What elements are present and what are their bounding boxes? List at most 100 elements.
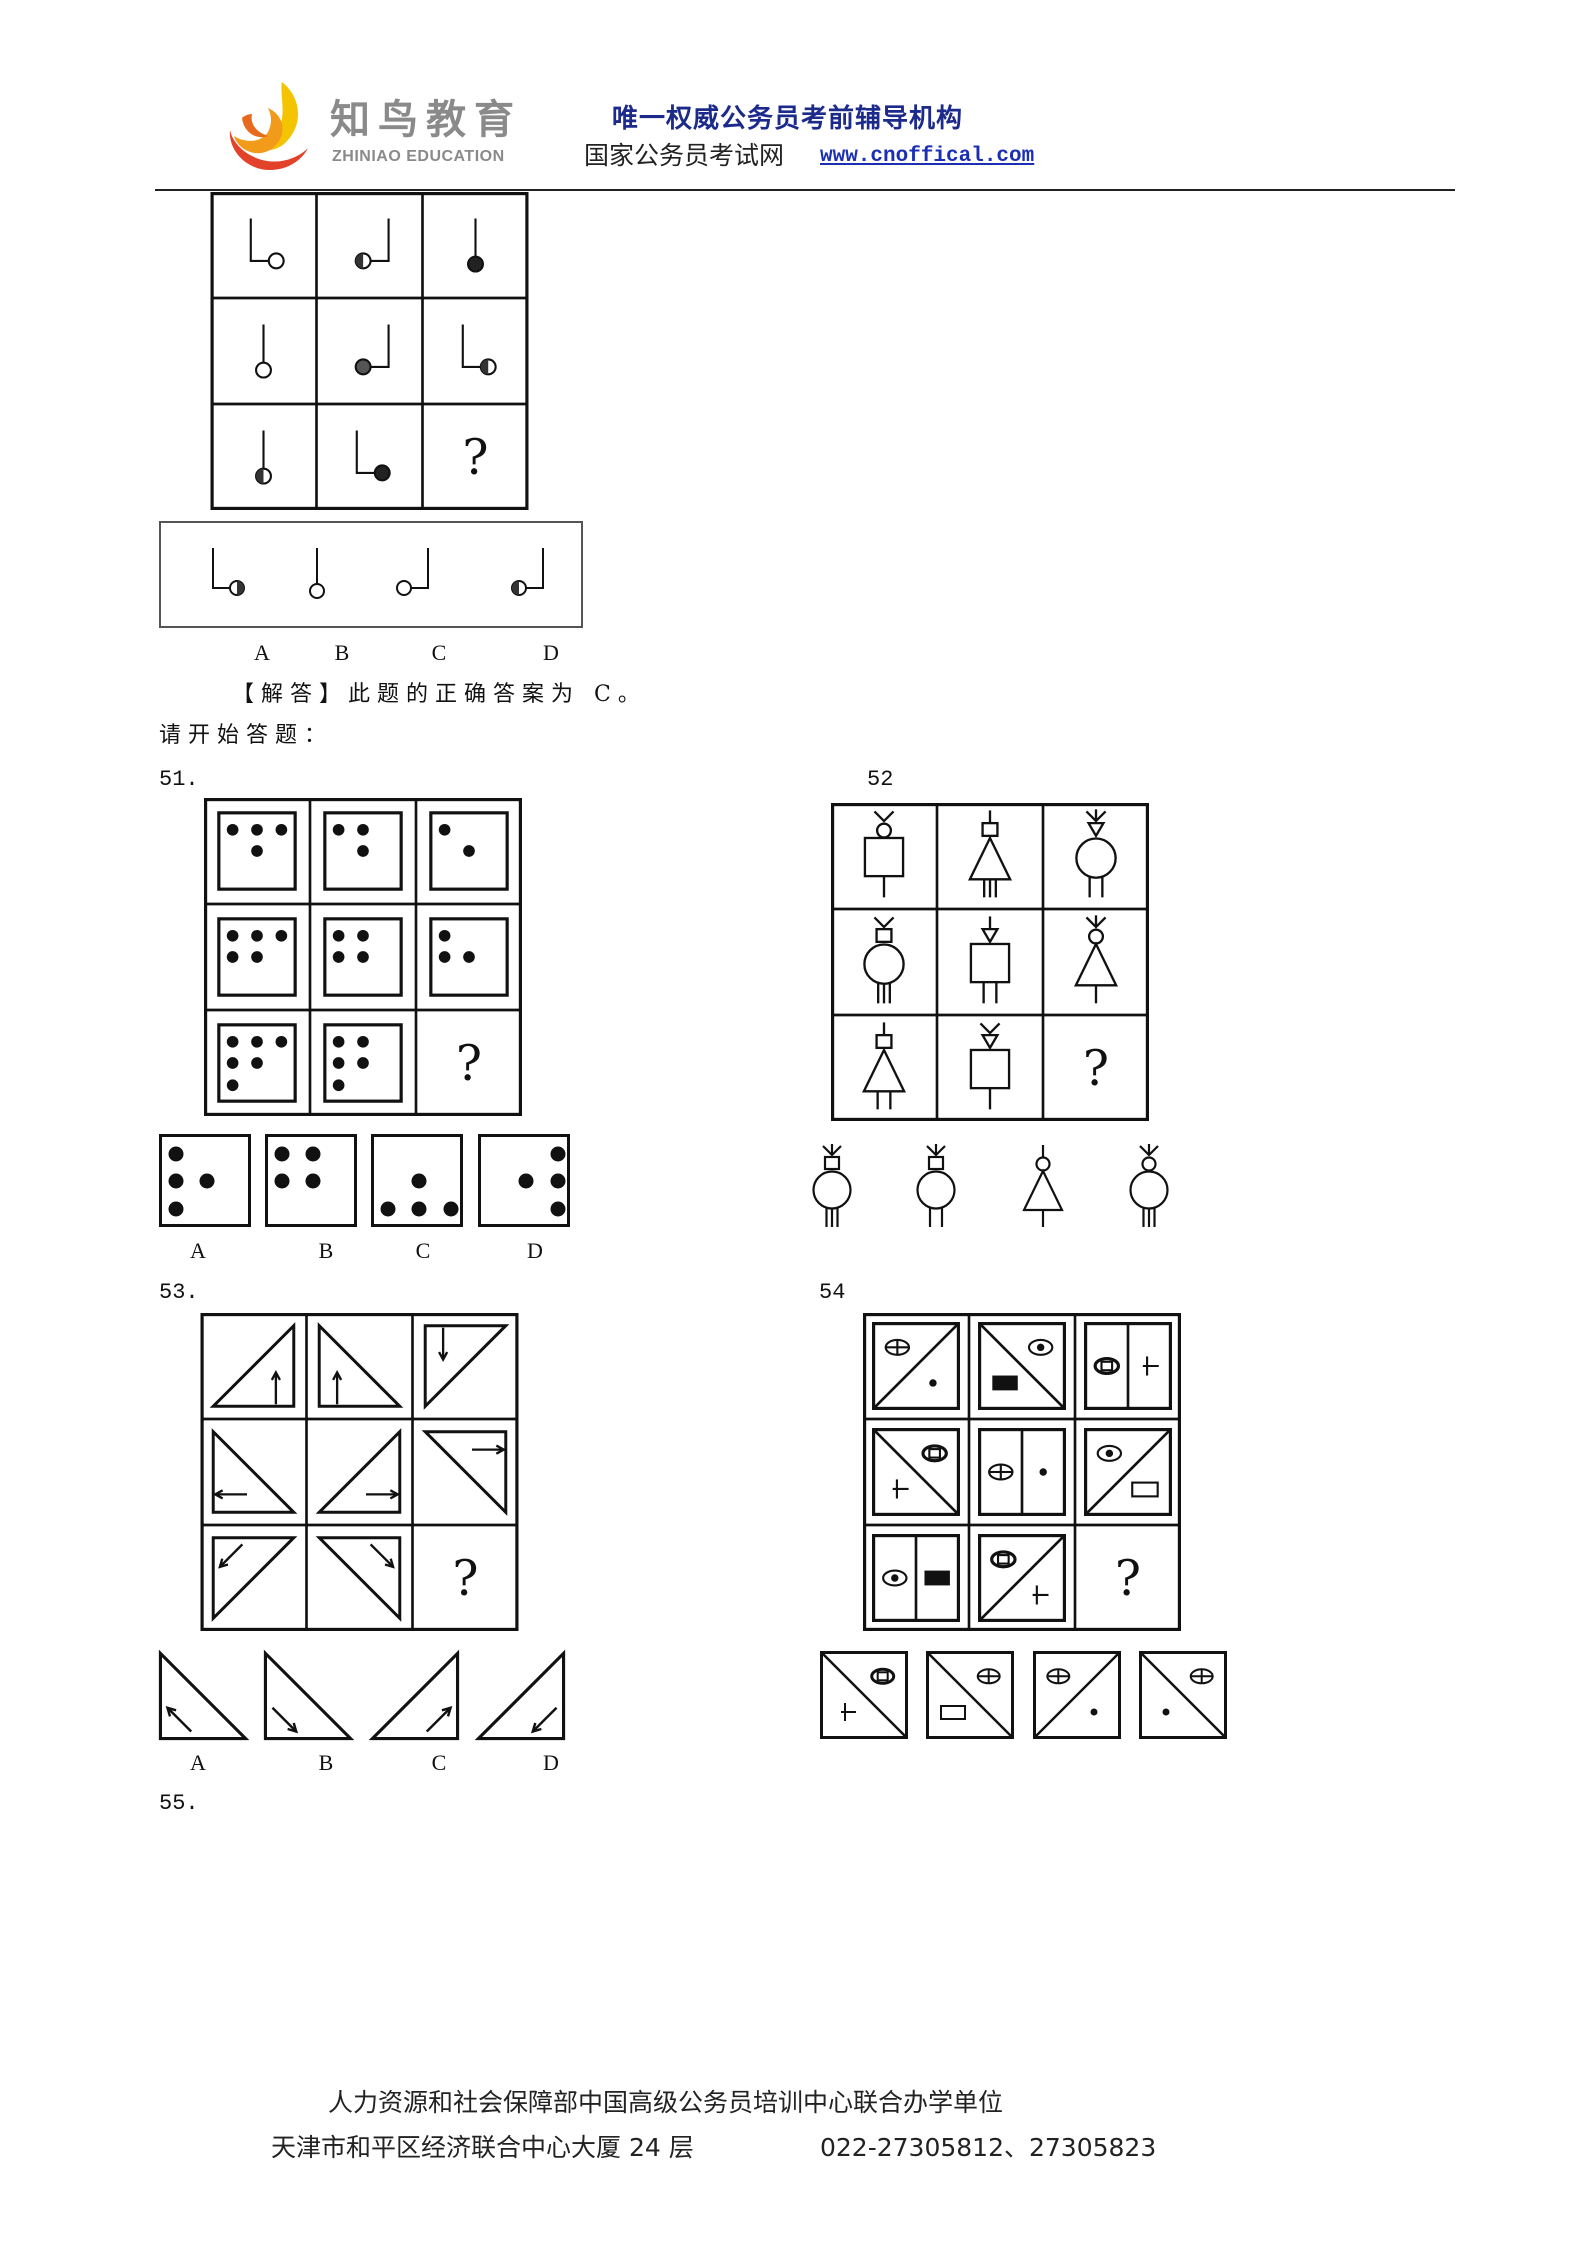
puzzle-grid-51: ? <box>204 798 522 1116</box>
footer-address: 天津市和平区经济联合中心大厦 24 层 <box>271 2133 694 2162</box>
option-figure-b <box>263 1649 355 1741</box>
grid-cell <box>255 324 272 379</box>
footer-organization: 人力资源和社会保障部中国高级公务员培训中心联合办学单位 <box>328 2088 1004 2117</box>
grid-cell: ? <box>456 1036 482 1092</box>
grid-cell <box>1084 1322 1172 1410</box>
option-figure-a <box>158 1649 250 1741</box>
option-label-a: A <box>190 1750 206 1775</box>
footer-phone: 022-27305812、27305823 <box>820 2133 1157 2162</box>
options-box-50 <box>159 521 583 628</box>
grid-cell <box>429 917 509 997</box>
question-55-number: 55. <box>159 1791 199 1816</box>
option-figure-a <box>212 548 245 596</box>
grid-cell <box>872 1428 960 1516</box>
question-number: 53. <box>159 1280 199 1305</box>
option-figure-a <box>159 1134 251 1227</box>
grid-cell <box>978 1534 1066 1622</box>
grid-cell: ? <box>1115 1551 1141 1607</box>
option-label-b: B <box>334 640 350 665</box>
grid-cell <box>217 811 297 891</box>
grid-cell: ? <box>1083 1041 1109 1097</box>
option-figure-a <box>812 1144 852 1227</box>
grid-cell <box>317 1322 404 1408</box>
grid-cell <box>429 811 509 891</box>
options-figures-50 <box>212 548 544 599</box>
grid-cell <box>315 1428 402 1514</box>
logo-swirl-icon <box>229 82 308 170</box>
option-figure-d <box>511 548 544 596</box>
grid-cell <box>863 916 905 1004</box>
question-mark: ? <box>462 430 488 486</box>
grid-cell <box>969 916 1011 1004</box>
puzzle-grid-54: ? <box>863 1313 1181 1631</box>
option-label-d: D <box>543 1750 559 1775</box>
grid-cell <box>461 324 497 376</box>
grid-cell: ? <box>462 430 488 486</box>
grid-cell: ? <box>452 1551 478 1607</box>
option-figure-a <box>820 1651 908 1739</box>
question-number: 52 <box>867 767 894 792</box>
option-figure-d <box>478 1134 570 1227</box>
option-figure-b <box>265 1134 357 1227</box>
grid-cell <box>1075 809 1117 898</box>
logo-subtext: ZHINIAO EDUCATION <box>332 148 505 165</box>
grid-cell <box>967 810 1013 898</box>
grid-cell <box>978 1428 1066 1516</box>
grid-cell <box>872 1322 960 1410</box>
grid-cell <box>969 1022 1011 1110</box>
grid-cell <box>421 1430 508 1516</box>
option-figure-c <box>1033 1651 1121 1739</box>
options-figures-52 <box>812 1144 1169 1227</box>
option-label-b: B <box>318 1238 334 1263</box>
option-figure-c <box>371 1134 463 1227</box>
grid-cell <box>355 430 391 482</box>
header-divider <box>155 189 1455 191</box>
grid-cell <box>217 917 297 997</box>
question-mark: ? <box>452 1551 478 1607</box>
grid-cell <box>323 811 403 891</box>
prompt-text: 请开始答题： <box>159 723 334 748</box>
grid-cell <box>861 1022 907 1110</box>
option-figure-b <box>309 548 325 599</box>
question-mark: ? <box>456 1036 482 1092</box>
option-figure-c <box>1022 1145 1064 1227</box>
grid-cell <box>354 324 390 376</box>
grid-cell <box>315 1536 402 1622</box>
slogan: 唯一权威公务员考前辅导机构 <box>612 104 964 134</box>
grid-cell <box>354 218 390 270</box>
options-figures-54 <box>820 1651 1227 1739</box>
grid-cell <box>872 1534 960 1622</box>
site-name: 国家公务员考试网 <box>584 141 785 170</box>
grid-cell <box>323 917 403 997</box>
grid-cell <box>978 1322 1066 1410</box>
grid-cell <box>211 1428 298 1514</box>
question-mark: ? <box>1115 1551 1141 1607</box>
option-label-d: D <box>543 640 559 665</box>
option-figure-d <box>1129 1144 1169 1227</box>
option-label-a: A <box>254 640 270 665</box>
option-label-d: D <box>527 1238 543 1263</box>
options-figures-51 <box>159 1134 570 1227</box>
option-figure-b <box>916 1144 956 1227</box>
grid-cell <box>423 1324 510 1410</box>
grid-cell <box>217 1023 297 1103</box>
puzzle-grid-52: ? <box>831 803 1149 1121</box>
grid-cell <box>249 218 285 270</box>
question-number: 54 <box>819 1280 846 1305</box>
option-figure-c <box>396 548 429 596</box>
option-label-c: C <box>415 1238 431 1263</box>
question-number: 51. <box>159 767 199 792</box>
grid-cell <box>1084 1428 1172 1516</box>
option-label-c: C <box>431 1750 447 1775</box>
option-figure-b <box>926 1651 1014 1739</box>
option-label-c: C <box>431 640 447 665</box>
question-mark: ? <box>1083 1041 1109 1097</box>
grid-cell <box>323 1023 403 1103</box>
option-figure-d <box>1139 1651 1227 1739</box>
option-figure-d <box>474 1649 566 1741</box>
grid-cell <box>467 218 484 273</box>
grid-cell <box>255 430 272 485</box>
grid-cell <box>1073 915 1119 1004</box>
site-link[interactable]: www.cnoffical.com <box>820 145 1035 168</box>
grid-cell <box>209 1322 296 1408</box>
